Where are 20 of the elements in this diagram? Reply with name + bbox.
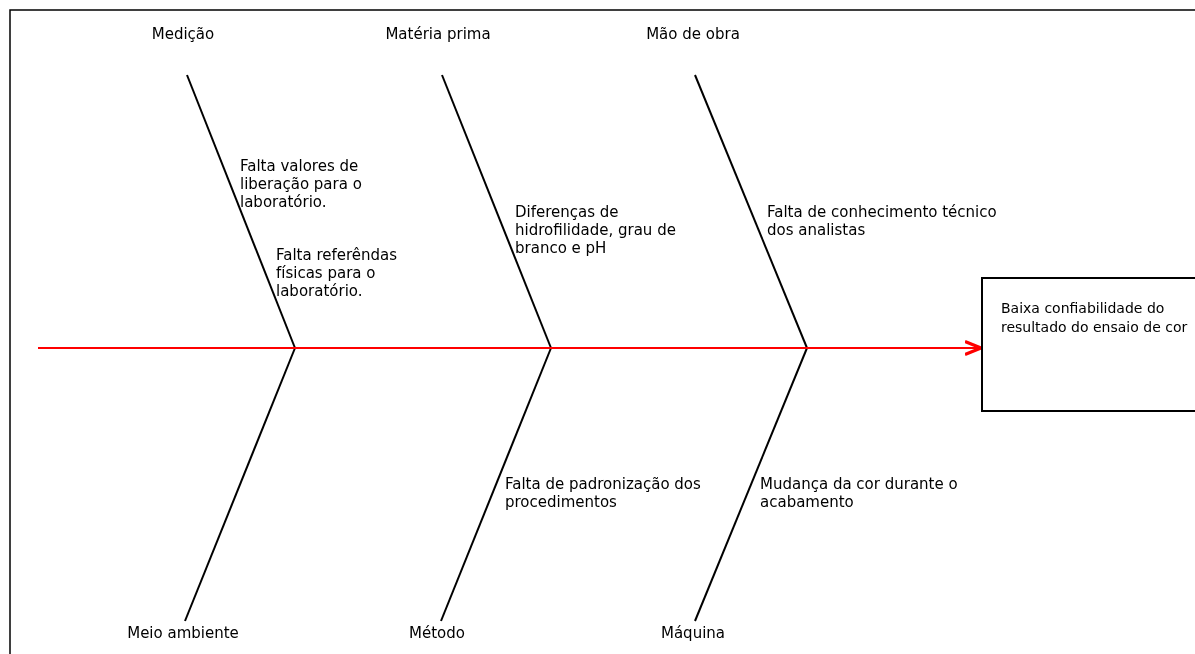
category-label: Máquina xyxy=(661,624,725,642)
effect-box: Baixa confiabilidade do resultado do ensaio de cor xyxy=(981,277,1195,412)
category-label: Matéria prima xyxy=(385,25,491,43)
cause-text: Mudança da cor durante o acabamento xyxy=(760,475,959,511)
bone-line xyxy=(694,74,808,349)
bone-line xyxy=(186,74,296,349)
cause-text: Diferenças de hidrofilidade, grau de branco e pH xyxy=(515,203,677,257)
bone-line xyxy=(441,74,552,349)
bone-line xyxy=(440,347,552,622)
category-label: Medição xyxy=(151,25,215,43)
cause-text: Falta de padronização dos procedimentos xyxy=(505,475,702,511)
category-label: Mão de obra xyxy=(646,25,740,43)
bone-line xyxy=(184,347,296,622)
category-label: Meio ambiente xyxy=(127,624,239,642)
cause-text: Falta valores de liberação para o laboratório. xyxy=(240,157,363,211)
cause-text: Falta de conhecimento técnico dos analistas xyxy=(767,203,997,239)
cause-text: Falta referêndas físicas para o laboratório. xyxy=(276,246,399,300)
bone-line xyxy=(694,347,808,622)
spine-arrow xyxy=(37,340,983,356)
category-label: Método xyxy=(409,624,465,642)
